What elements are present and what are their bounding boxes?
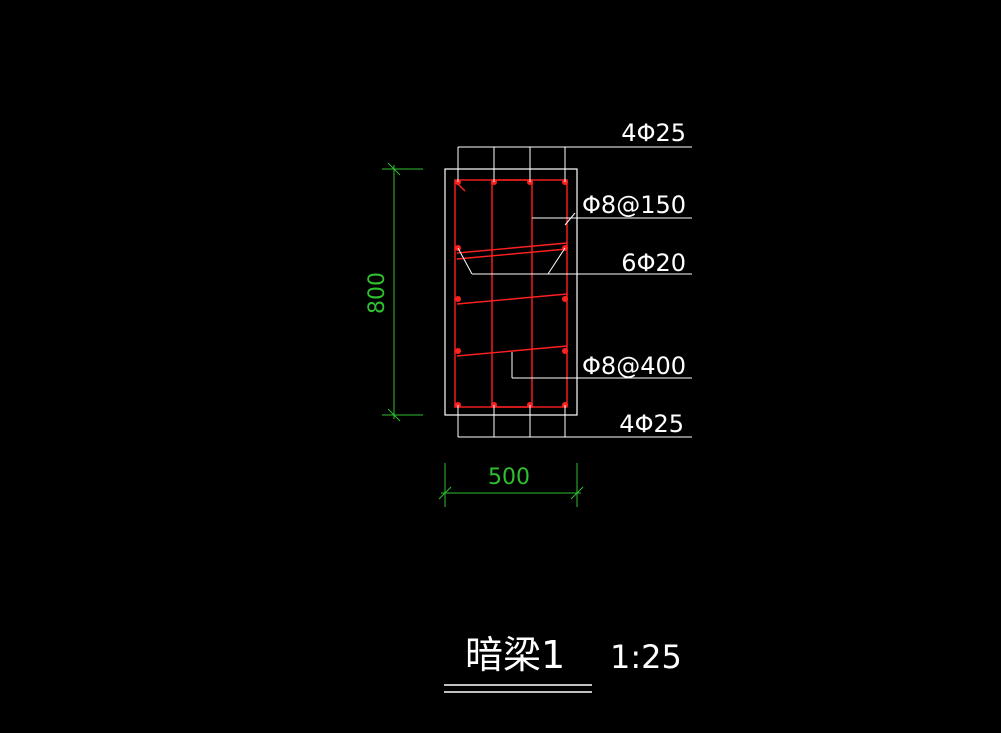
drawing-scale: 1:25 <box>610 638 682 676</box>
tie-bar <box>456 248 568 260</box>
side-bar <box>455 348 461 354</box>
inner-stirrup <box>491 179 533 408</box>
dimensions <box>382 162 584 507</box>
tie-bar <box>456 345 568 357</box>
label-bottom-bars: 4Φ25 <box>619 410 684 438</box>
outer-stirrup <box>454 179 568 408</box>
label-tie: Φ8@400 <box>582 352 686 380</box>
side-bar <box>455 296 461 302</box>
dimension-width: 500 <box>488 465 530 490</box>
tie-bar <box>456 242 568 254</box>
side-bar <box>562 348 568 354</box>
drawing-title: 暗梁1 <box>465 633 565 677</box>
tie-bars <box>456 242 568 357</box>
side-bar <box>562 296 568 302</box>
leaders <box>457 146 692 438</box>
dimension-height: 800 <box>365 272 390 314</box>
label-side-bars: 6Φ20 <box>621 249 686 277</box>
stirrups <box>454 179 568 408</box>
section-outline <box>444 168 578 416</box>
tie-bar <box>456 293 568 305</box>
label-stirrup: Φ8@150 <box>582 191 686 219</box>
label-top-bars: 4Φ25 <box>621 119 686 147</box>
rebar-dots <box>455 179 568 408</box>
title-underline <box>444 684 592 693</box>
